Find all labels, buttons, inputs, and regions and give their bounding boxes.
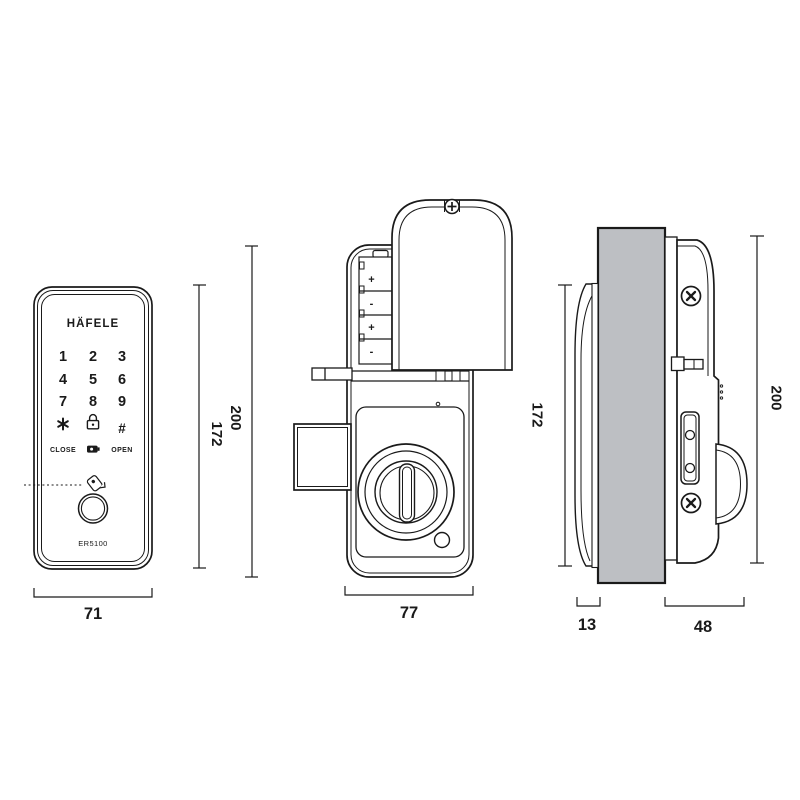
dim-line-side-back-height [750, 235, 764, 564]
battery-sign-1: + [368, 274, 374, 286]
dim-front-width-label: 71 [84, 605, 102, 623]
indicator-dot [435, 401, 441, 407]
battery-contact [359, 309, 365, 318]
dimension-lines [33, 235, 764, 607]
dim-back-width-label: 77 [400, 604, 418, 622]
dim-overall-height-label: 200 [227, 405, 244, 430]
back-unit-profile [664, 236, 748, 564]
housing-seam [351, 370, 469, 407]
battery-sign-3: + [368, 322, 374, 334]
mounting-plate [680, 411, 700, 485]
dim-line-back-depth [664, 597, 745, 607]
side-view [574, 226, 748, 585]
reader-circle-outer [77, 493, 109, 524]
dim-line-front-height [193, 284, 206, 569]
dim-line-overall-height [245, 245, 258, 578]
spacer-plate [664, 236, 678, 561]
dim-front-height-label: 172 [208, 421, 225, 446]
latch-lever [670, 356, 704, 372]
latch-bar [311, 367, 353, 381]
battery-contact [359, 333, 365, 342]
front-unit-profile [574, 282, 599, 569]
key-5: 5 [89, 372, 97, 388]
lock-key-icon [86, 413, 100, 430]
key-7: 7 [59, 394, 67, 410]
dim-side-front-height-label: 172 [529, 402, 546, 427]
front-case-line-3 [41, 294, 145, 562]
key-4: 4 [59, 372, 67, 388]
cover-screw-icon [444, 198, 460, 215]
phillips-screw-icon [680, 492, 702, 514]
escutcheon-panel [355, 406, 465, 558]
hash-key: # [118, 421, 126, 436]
front-view: HÄFELE 1 2 3 4 5 6 7 8 9 # CLOSE OPEN [24, 286, 153, 570]
front-outer-case [33, 286, 153, 570]
keyfob-icon [86, 475, 106, 492]
battery-cover [391, 198, 513, 371]
key-2: 2 [89, 349, 97, 365]
back-view: + - + - [293, 198, 513, 578]
key-1: 1 [59, 349, 67, 365]
model-label: ER5100 [78, 539, 108, 548]
open-label: OPEN [111, 447, 132, 454]
battery-status-icon [87, 445, 100, 453]
hinge-dots [719, 384, 724, 400]
dim-line-front-width [33, 588, 153, 598]
key-6: 6 [118, 372, 126, 388]
brand-logo: HÄFELE [67, 317, 120, 330]
deadbolt [293, 423, 352, 491]
dimension-labels: 71 77 13 48 172 200 172 200 [84, 385, 785, 636]
key-3: 3 [118, 349, 126, 365]
battery-contact [359, 285, 365, 294]
thumbturn-knob-profile [715, 443, 748, 525]
dim-line-back-width [344, 586, 474, 596]
key-8: 8 [89, 394, 97, 410]
dim-side-back-height-label: 200 [768, 385, 785, 410]
front-case-line-2 [37, 290, 149, 566]
dim-line-side-front-height [558, 284, 572, 567]
indicator-button [433, 531, 451, 549]
star-key-icon [57, 417, 69, 431]
thumbturn-handle [398, 463, 416, 523]
dim-door-thickness-label: 13 [578, 616, 596, 634]
reader-circle-inner [80, 496, 106, 521]
dim-back-depth-label: 48 [694, 618, 712, 636]
battery-sign-2: - [370, 298, 374, 310]
close-label: CLOSE [50, 447, 76, 454]
key-9: 9 [118, 394, 126, 410]
thumbturn [357, 443, 455, 541]
battery-compartment: + - + - [358, 249, 393, 365]
door-section [596, 226, 667, 585]
battery-contact [359, 261, 365, 270]
dim-line-door-thickness [576, 597, 601, 607]
phillips-screw-icon [680, 285, 702, 307]
battery-sign-4: - [370, 346, 374, 358]
